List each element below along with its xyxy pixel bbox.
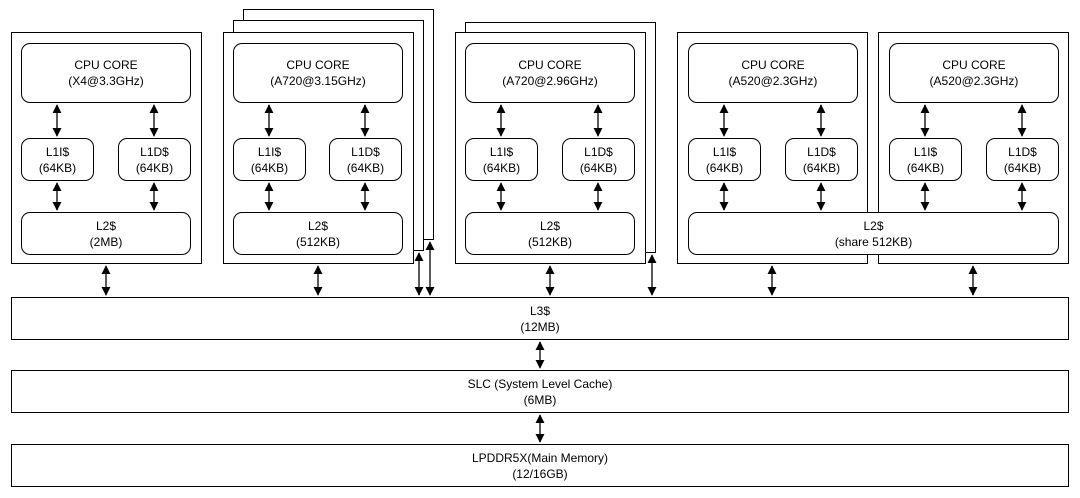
l1d-cache-a720-3-15: L1D$(64KB) xyxy=(329,138,402,181)
l3-cache: L3$(12MB) xyxy=(11,297,1069,340)
l2-title: L2$ xyxy=(95,218,117,233)
l2-size: (512KB) xyxy=(527,234,573,249)
l1i-cache-a720-2-96: L1I$(64KB) xyxy=(465,138,538,181)
l1d-title: L1D$ xyxy=(584,144,613,159)
l2-shared-size: (share 512KB) xyxy=(834,234,913,249)
l1i-size: (64KB) xyxy=(705,160,744,175)
l1i-cache-x4: L1I$(64KB) xyxy=(21,138,94,181)
l2-cache-shared: L2$(share 512KB) xyxy=(688,212,1059,255)
cpu-core-title: CPU CORE xyxy=(741,58,805,72)
l2-cache-a720-2-96: L2$(512KB) xyxy=(465,212,635,255)
l1i-size: (64KB) xyxy=(906,160,945,175)
cpu-core-title: CPU CORE xyxy=(942,58,1006,72)
l1i-title: L1I$ xyxy=(257,144,282,159)
l2-size: (512KB) xyxy=(295,234,341,249)
l1d-size: (64KB) xyxy=(346,160,385,175)
cpu-core-title: CPU CORE xyxy=(74,58,138,72)
l1i-cache-a520-a: L1I$(64KB) xyxy=(688,138,761,181)
l1d-size: (64KB) xyxy=(802,160,841,175)
l1d-size: (64KB) xyxy=(1003,160,1042,175)
l3-title: L3$ xyxy=(529,303,551,318)
l1d-size: (64KB) xyxy=(579,160,618,175)
l1i-cache-a520-b: L1I$(64KB) xyxy=(889,138,962,181)
l1d-cache-a520-b: L1D$(64KB) xyxy=(986,138,1059,181)
l2-title: L2$ xyxy=(539,218,561,233)
l1d-cache-a520-a: L1D$(64KB) xyxy=(785,138,858,181)
slc-title: SLC (System Level Cache) xyxy=(467,376,613,391)
l1i-title: L1I$ xyxy=(712,144,737,159)
cpu-core-a720-3-15: CPU CORE (A720@3.15GHz) xyxy=(233,43,403,103)
slc-cache: SLC (System Level Cache)(6MB) xyxy=(11,370,1069,413)
cpu-core-x4: CPU CORE (X4@3.3GHz) xyxy=(21,43,191,103)
l2-cache-a720-3-15: L2$(512KB) xyxy=(233,212,403,255)
l1i-title: L1I$ xyxy=(45,144,70,159)
slc-size: (6MB) xyxy=(523,392,557,407)
cpu-core-a720-2-96: CPU CORE (A720@2.96GHz) xyxy=(465,43,635,103)
cpu-core-spec: (A720@3.15GHz) xyxy=(270,74,366,88)
memory-title: LPDDR5X(Main Memory) xyxy=(471,450,609,465)
cpu-core-spec: (X4@3.3GHz) xyxy=(68,74,144,88)
l1d-cache-a720-2-96: L1D$(64KB) xyxy=(562,138,635,181)
cpu-core-a520-a: CPU CORE (A520@2.3GHz) xyxy=(688,43,858,103)
main-memory: LPDDR5X(Main Memory)(12/16GB) xyxy=(11,444,1069,487)
l2-size: (2MB) xyxy=(89,234,123,249)
l1i-size: (64KB) xyxy=(38,160,77,175)
cpu-core-spec: (A520@2.3GHz) xyxy=(728,74,818,88)
l1d-cache-x4: L1D$(64KB) xyxy=(118,138,191,181)
l1i-size: (64KB) xyxy=(482,160,521,175)
cpu-core-spec: (A720@2.96GHz) xyxy=(502,74,598,88)
cpu-core-title: CPU CORE xyxy=(518,58,582,72)
l1d-title: L1D$ xyxy=(1008,144,1037,159)
l1d-title: L1D$ xyxy=(140,144,169,159)
l1i-cache-a720-3-15: L1I$(64KB) xyxy=(233,138,306,181)
cpu-core-title: CPU CORE xyxy=(286,58,350,72)
l2-cache-x4: L2$(2MB) xyxy=(21,212,191,255)
l1i-size: (64KB) xyxy=(250,160,289,175)
cpu-core-a520-b: CPU CORE (A520@2.3GHz) xyxy=(889,43,1059,103)
memory-size: (12/16GB) xyxy=(512,466,568,481)
l2-shared-title: L2$ xyxy=(863,218,884,233)
l1i-title: L1I$ xyxy=(913,144,938,159)
l3-size: (12MB) xyxy=(520,319,560,334)
l2-title: L2$ xyxy=(307,218,329,233)
cpu-core-spec: (A520@2.3GHz) xyxy=(929,74,1019,88)
l1d-title: L1D$ xyxy=(351,144,380,159)
l1d-title: L1D$ xyxy=(807,144,836,159)
l1d-size: (64KB) xyxy=(135,160,174,175)
l1i-title: L1I$ xyxy=(489,144,514,159)
